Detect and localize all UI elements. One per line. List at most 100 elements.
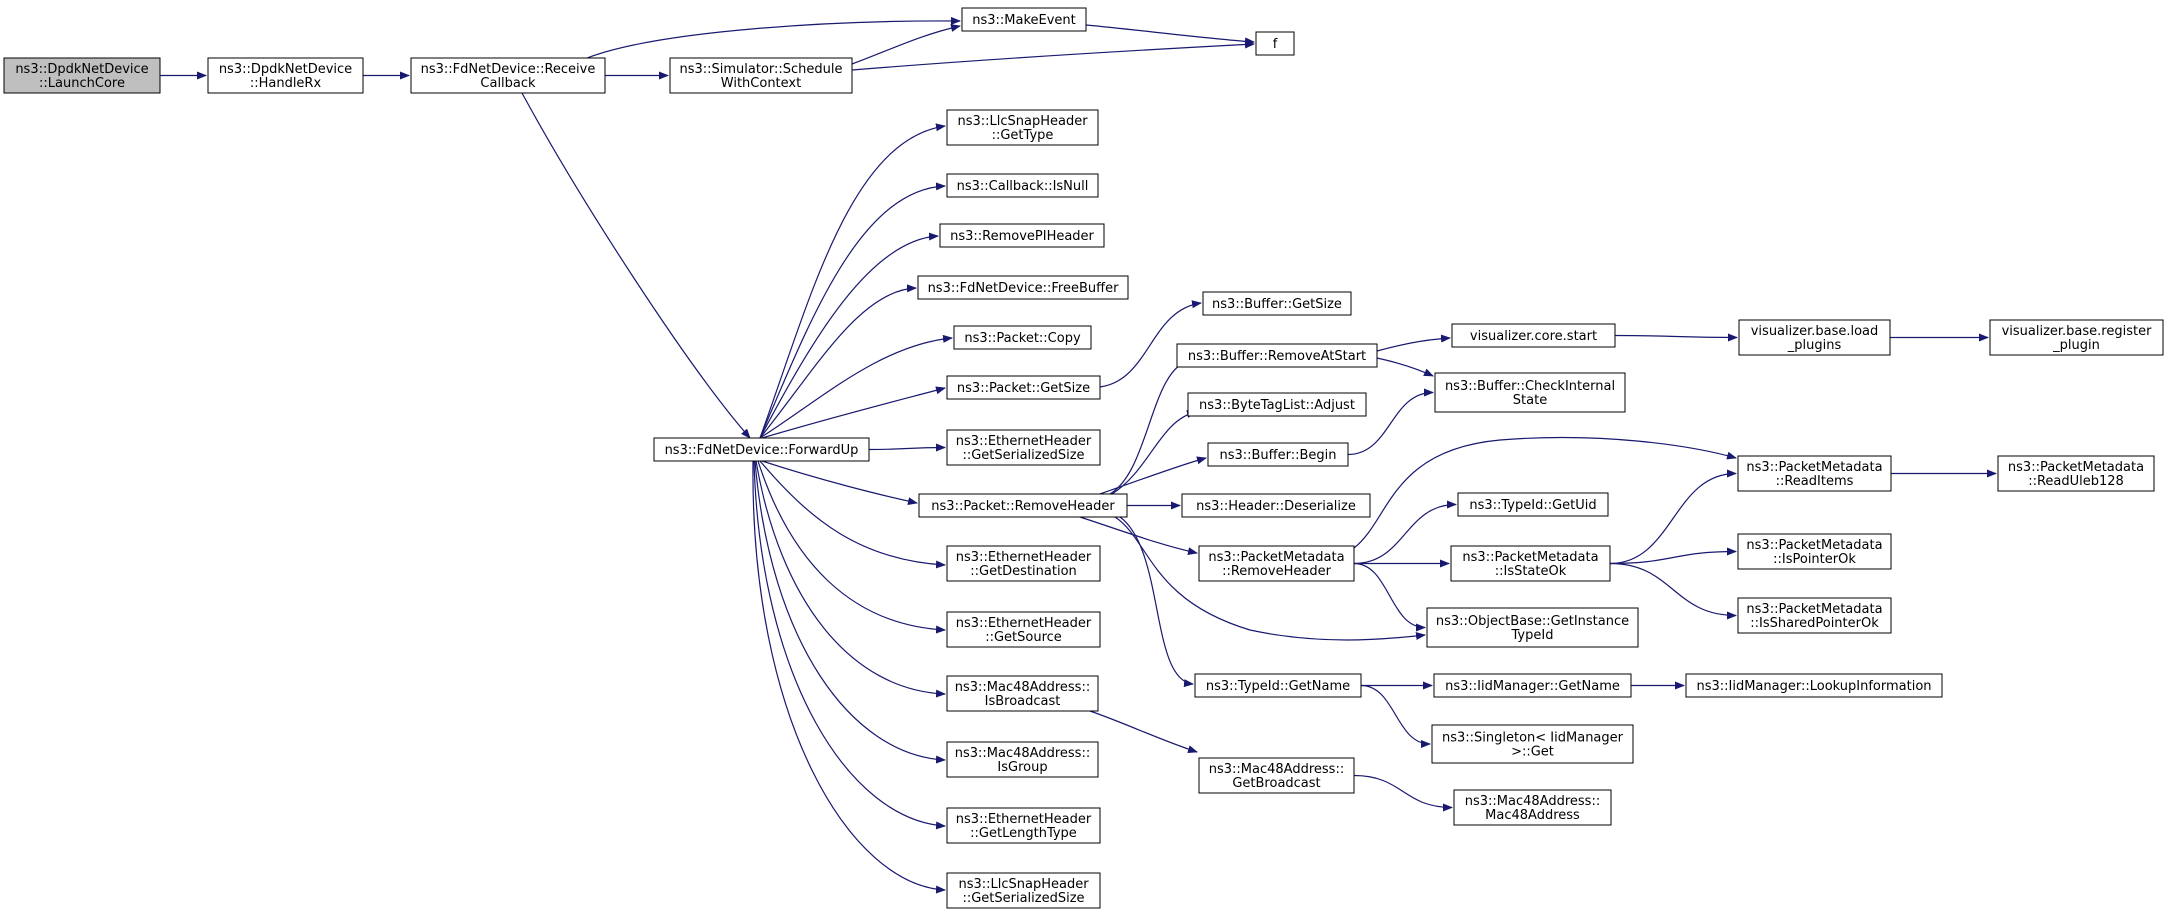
node-label-line: ::GetType <box>992 128 1054 143</box>
node-box <box>946 675 1099 712</box>
call-edge-removeheader-to-bufbegin <box>1099 456 1207 495</box>
function-node-llcsersize[interactable]: ns3::LlcSnapHeader::GetSerializedSize <box>946 872 1101 909</box>
node-label-line: visualizer.base.load <box>1751 324 1879 339</box>
node-label-line: ns3::LlcSnapHeader <box>958 877 1089 892</box>
call-edge-bufremovestart-to-vizstart <box>1376 334 1451 352</box>
call-edge-receivecb-to-forwardup <box>521 92 751 439</box>
node-box <box>1450 545 1611 582</box>
function-node-llcgettype[interactable]: ns3::LlcSnapHeader::GetType <box>946 109 1099 146</box>
node-box <box>946 173 1099 198</box>
function-node-pmisstateok[interactable]: ns3::PacketMetadata::IsStateOk <box>1450 545 1611 582</box>
function-node-pktgetsize[interactable]: ns3::Packet::GetSize <box>946 375 1101 400</box>
call-edge-typeidgetname-to-singletonget <box>1360 684 1431 748</box>
call-edge-pmisstateok-to-pmispointerok <box>1609 547 1737 565</box>
node-label-line: ns3::Packet::RemoveHeader <box>931 499 1115 514</box>
function-node-pmreaduleb[interactable]: ns3::PacketMetadata::ReadUleb128 <box>1997 455 2155 492</box>
node-box <box>207 57 364 94</box>
function-node-launch[interactable]: ns3::DpdkNetDevice::LaunchCore <box>3 57 161 94</box>
function-node-iidgetname[interactable]: ns3::IidManager::GetName <box>1433 673 1632 698</box>
node-label-line: visualizer.core.start <box>1470 329 1597 344</box>
node-label-line: ns3::PacketMetadata <box>1746 538 1882 553</box>
function-node-f[interactable]: f <box>1255 31 1295 56</box>
node-label-line: ns3::FdNetDevice::Receive <box>421 62 596 77</box>
node-label-line: ns3::Mac48Address:: <box>1209 762 1344 777</box>
node-box <box>1202 291 1352 316</box>
call-edge-pmremoveheader-to-objgettypeid <box>1353 562 1426 632</box>
node-label-line: ns3::EthernetHeader <box>956 812 1092 827</box>
node-box <box>939 223 1105 248</box>
function-node-isgroup[interactable]: ns3::Mac48Address::IsGroup <box>946 741 1099 778</box>
function-node-bufremovestart[interactable]: ns3::Buffer::RemoveAtStart <box>1176 343 1378 368</box>
function-node-vizstart[interactable]: visualizer.core.start <box>1451 323 1616 348</box>
node-label-line: ::GetLengthType <box>970 826 1077 841</box>
node-label-line: ns3::Buffer::GetSize <box>1212 297 1342 312</box>
node-label-line: GetBroadcast <box>1232 776 1320 791</box>
node-box <box>953 325 1092 350</box>
node-label-line: IsGroup <box>997 760 1047 775</box>
function-node-cbisnull[interactable]: ns3::Callback::IsNull <box>946 173 1099 198</box>
function-node-iidlookup[interactable]: ns3::IidManager::LookupInformation <box>1685 673 1943 698</box>
node-label-line: ns3::Mac48Address:: <box>955 680 1090 695</box>
function-node-pktcopy[interactable]: ns3::Packet::Copy <box>953 325 1092 350</box>
node-label-line: ::GetSerializedSize <box>962 891 1084 906</box>
node-box <box>918 493 1128 518</box>
call-edge-schedule-to-f <box>851 40 1255 71</box>
function-node-makeevent[interactable]: ns3::MakeEvent <box>961 7 1087 32</box>
call-edge-forwardup-to-pktcopy <box>759 334 953 439</box>
function-node-ethlentype[interactable]: ns3::EthernetHeader::GetLengthType <box>946 807 1101 844</box>
node-box <box>1176 343 1378 368</box>
function-node-ethsrc[interactable]: ns3::EthernetHeader::GetSource <box>946 611 1101 648</box>
function-node-vizloadplugins[interactable]: visualizer.base.load_plugins <box>1738 319 1891 356</box>
function-node-vizregister[interactable]: visualizer.base.register_plugin <box>1989 319 2164 356</box>
function-node-hdrdeser[interactable]: ns3::Header::Deserialize <box>1181 493 1371 518</box>
node-box <box>1685 673 1943 698</box>
node-label-line: ::IsSharedPointerOk <box>1750 616 1879 631</box>
function-node-pmremoveheader[interactable]: ns3::PacketMetadata::RemoveHeader <box>1198 545 1355 582</box>
function-nodes: ns3::DpdkNetDevice::LaunchCore ns3::DpdkN… <box>3 7 2164 909</box>
function-node-mac48ctor[interactable]: ns3::Mac48Address::Mac48Address <box>1453 789 1612 826</box>
node-box <box>653 437 870 462</box>
call-edge-bufremovestart-to-bufcheck <box>1376 357 1434 377</box>
function-node-pmissharedok[interactable]: ns3::PacketMetadata::IsSharedPointerOk <box>1737 597 1892 634</box>
function-node-ethdest[interactable]: ns3::EthernetHeader::GetDestination <box>946 545 1101 582</box>
node-box <box>1434 372 1626 413</box>
function-node-forwardup[interactable]: ns3::FdNetDevice::ForwardUp <box>653 437 870 462</box>
function-node-pmreaditems[interactable]: ns3::PacketMetadata::ReadItems <box>1737 455 1892 492</box>
node-box <box>1989 319 2164 356</box>
node-label-line: ns3::Mac48Address:: <box>955 746 1090 761</box>
function-node-ethsersize[interactable]: ns3::EthernetHeader::GetSerializedSize <box>946 429 1101 466</box>
function-node-pmispointerok[interactable]: ns3::PacketMetadata::IsPointerOk <box>1737 533 1892 570</box>
call-edge-pktgetsize-to-bufgetsize <box>1099 300 1202 388</box>
call-edge-forwardup-to-isgroup <box>754 460 946 764</box>
function-node-typeidgetuid[interactable]: ns3::TypeId::GetUid <box>1457 492 1609 517</box>
call-edge-pmremoveheader-to-pmreaditems <box>1353 436 1737 549</box>
function-node-removepi[interactable]: ns3::RemovePIHeader <box>939 223 1105 248</box>
function-node-bufbegin[interactable]: ns3::Buffer::Begin <box>1207 442 1349 467</box>
node-label-line: ns3::Buffer::RemoveAtStart <box>1188 349 1366 364</box>
function-node-handlerx[interactable]: ns3::DpdkNetDevice::HandleRx <box>207 57 364 94</box>
function-node-singletonget[interactable]: ns3::Singleton< IidManager >::Get <box>1431 724 1634 764</box>
function-node-bufgetsize[interactable]: ns3::Buffer::GetSize <box>1202 291 1352 316</box>
node-label-line: ns3::IidManager::GetName <box>1445 679 1620 694</box>
call-edge-schedule-to-makeevent <box>851 24 961 65</box>
node-box <box>946 375 1101 400</box>
function-node-bytetagadjust[interactable]: ns3::ByteTagList::Adjust <box>1187 392 1367 417</box>
node-box <box>1997 455 2155 492</box>
node-box <box>1431 724 1634 764</box>
function-node-typeidgetname[interactable]: ns3::TypeId::GetName <box>1194 673 1362 698</box>
call-edge-forwardup-to-ethsersize <box>868 443 946 452</box>
node-box <box>946 611 1101 648</box>
function-node-removeheader[interactable]: ns3::Packet::RemoveHeader <box>918 493 1128 518</box>
call-edge-removeheader-to-pmremoveheader <box>1079 516 1198 556</box>
function-node-getbroadcast[interactable]: ns3::Mac48Address::GetBroadcast <box>1198 757 1355 794</box>
call-edge-removeheader-to-bytetagadjust <box>1111 410 1197 495</box>
node-box <box>1737 597 1892 634</box>
node-label-line: ns3::FdNetDevice::FreeBuffer <box>928 281 1120 296</box>
function-node-isbroadcast[interactable]: ns3::Mac48Address::IsBroadcast <box>946 675 1099 712</box>
function-node-freebuffer[interactable]: ns3::FdNetDevice::FreeBuffer <box>917 275 1129 300</box>
node-box <box>1255 31 1295 56</box>
